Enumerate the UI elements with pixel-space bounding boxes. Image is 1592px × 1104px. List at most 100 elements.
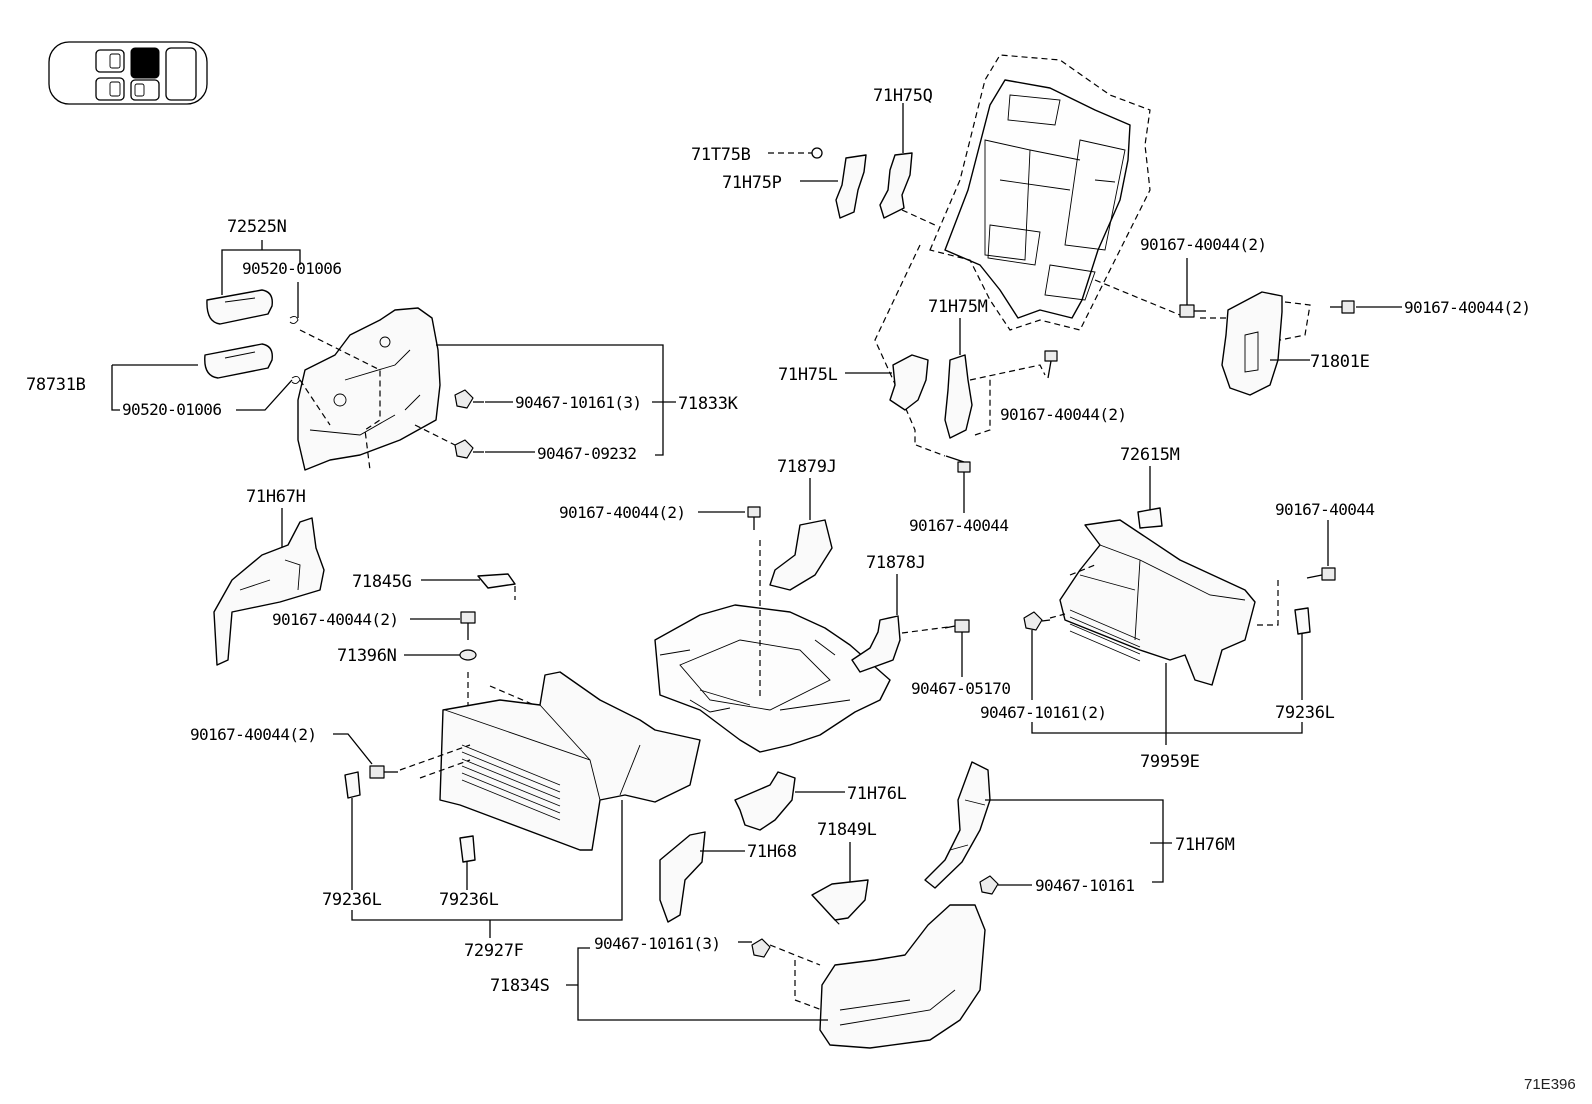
label-71H75P: 71H75P (722, 173, 782, 193)
clip-icon (1023, 611, 1051, 631)
dash-71878J (901, 626, 949, 634)
dash-72927F (399, 744, 471, 779)
cover-71849L (811, 879, 869, 921)
cover-71H75P (835, 154, 867, 219)
label-71H75Q: 71H75Q (873, 86, 933, 106)
label-71H76M: 71H76M (1175, 835, 1235, 855)
clip-72615M (1137, 507, 1163, 529)
label-71833K: 71833K (678, 394, 739, 414)
label-71878J: 71878J (866, 553, 926, 573)
label-71H75M: 71H75M (928, 297, 988, 317)
cover-71H75Q (879, 152, 913, 219)
label-90467-05170: 90467-05170 (911, 679, 1010, 698)
label-90167-40044-b: 90167-40044 (1275, 500, 1374, 519)
cap-71T75B (811, 147, 823, 159)
clip-icon (454, 439, 484, 459)
label-79236L-a: 79236L (322, 890, 382, 910)
label-71879J: 71879J (777, 457, 837, 477)
seat-frame (654, 604, 891, 753)
bolt-icon (460, 611, 476, 640)
vent-grille (1069, 609, 1141, 662)
bracket-71878J (851, 615, 901, 673)
label-71H75L: 71H75L (778, 365, 838, 385)
dash-71H75M (969, 364, 1046, 436)
label-90167-40044-2-a: 90167-40044(2) (272, 610, 398, 629)
label-71834S: 71834S (490, 976, 550, 996)
vent-grille (461, 744, 561, 821)
label-71H68: 71H68 (747, 842, 797, 862)
leader-90167-2b (333, 733, 373, 765)
leader-79959E (1031, 663, 1303, 745)
label-72525N: 72525N (227, 217, 287, 237)
dash-71849L (834, 919, 841, 926)
bracket-71H76L (734, 771, 796, 831)
label-90167-40044-a: 90167-40044 (909, 516, 1008, 535)
diagram-reference: 71E396 (1524, 1076, 1576, 1093)
seat-position-locator-icon (48, 41, 208, 105)
dash-frame-71H75L (874, 244, 921, 445)
label-71801E: 71801E (1310, 352, 1370, 372)
label-72927F: 72927F (464, 941, 524, 961)
bracket-71879J (769, 519, 833, 591)
bolt-icon (1179, 304, 1206, 318)
leader-72525N (221, 249, 301, 295)
label-79236L-c: 79236L (1275, 703, 1335, 723)
backboard-71833K (297, 307, 441, 471)
label-90167-40044-2-e: 90167-40044(2) (1404, 298, 1530, 317)
label-78731B: 78731B (26, 375, 86, 395)
label-72615M: 72615M (1120, 445, 1180, 465)
label-90520-01006-b: 90520-01006 (122, 400, 221, 419)
label-90467-10161: 90467-10161 (1035, 876, 1134, 895)
cap-79236L-c (1294, 607, 1311, 635)
dash-bolt-a (915, 444, 946, 457)
cover-72927F (439, 671, 701, 851)
leader-90520-b (236, 379, 293, 411)
side-shield-71834S (819, 904, 986, 1049)
seatback-frame (929, 54, 1151, 331)
bolt-icon (1306, 567, 1336, 581)
label-90167-40044-2-f: 90167-40044(2) (559, 503, 685, 522)
bracket-71801E (1221, 291, 1283, 396)
label-90467-10161-3a: 90467-10161(3) (515, 393, 641, 412)
dash-71834S (769, 944, 823, 1011)
label-79959E: 79959E (1140, 752, 1200, 772)
leader-71833K (436, 344, 676, 456)
label-90167-40044-2-c: 90167-40044(2) (1000, 405, 1126, 424)
clip-icon (751, 938, 771, 958)
label-71396N: 71396N (337, 646, 397, 666)
bracket-71845G (477, 573, 516, 589)
handle-72525N (206, 289, 273, 325)
cap-79236L-b (459, 835, 476, 863)
leader-72927F (351, 800, 623, 921)
clip-icon (289, 315, 299, 325)
label-71845G: 71845G (352, 572, 412, 592)
label-79236L-b: 79236L (439, 890, 499, 910)
bolt-icon (1330, 300, 1355, 314)
cushion-79959E (1059, 519, 1256, 686)
leader-71834S (566, 947, 828, 1021)
dash-71H75Q (901, 209, 936, 226)
bolt-icon (1044, 350, 1058, 379)
dash-79959E (1049, 564, 1279, 626)
bolt-icon (944, 619, 970, 633)
label-90167-40044-2-b: 90167-40044(2) (190, 725, 316, 744)
dash-71801E (1094, 279, 1311, 341)
cover-71H75M (944, 354, 973, 439)
trim-71H67H (213, 517, 325, 666)
handle-78731B (204, 343, 273, 379)
clip-icon (291, 375, 301, 385)
washer-71396N (459, 649, 477, 661)
clip-icon (454, 389, 484, 409)
label-71T75B: 71T75B (691, 145, 751, 165)
leader-78731B (111, 364, 198, 411)
cap-79236L-a (344, 771, 361, 799)
label-90467-10161-3b: 90467-10161(3) (594, 934, 720, 953)
label-90167-40044-2-d: 90167-40044(2) (1140, 235, 1266, 254)
dash-71833K (299, 329, 456, 471)
clip-icon (979, 875, 1032, 895)
label-71H67H: 71H67H (246, 487, 306, 507)
trim-71H76M (924, 761, 991, 889)
bolt-icon (369, 765, 398, 779)
